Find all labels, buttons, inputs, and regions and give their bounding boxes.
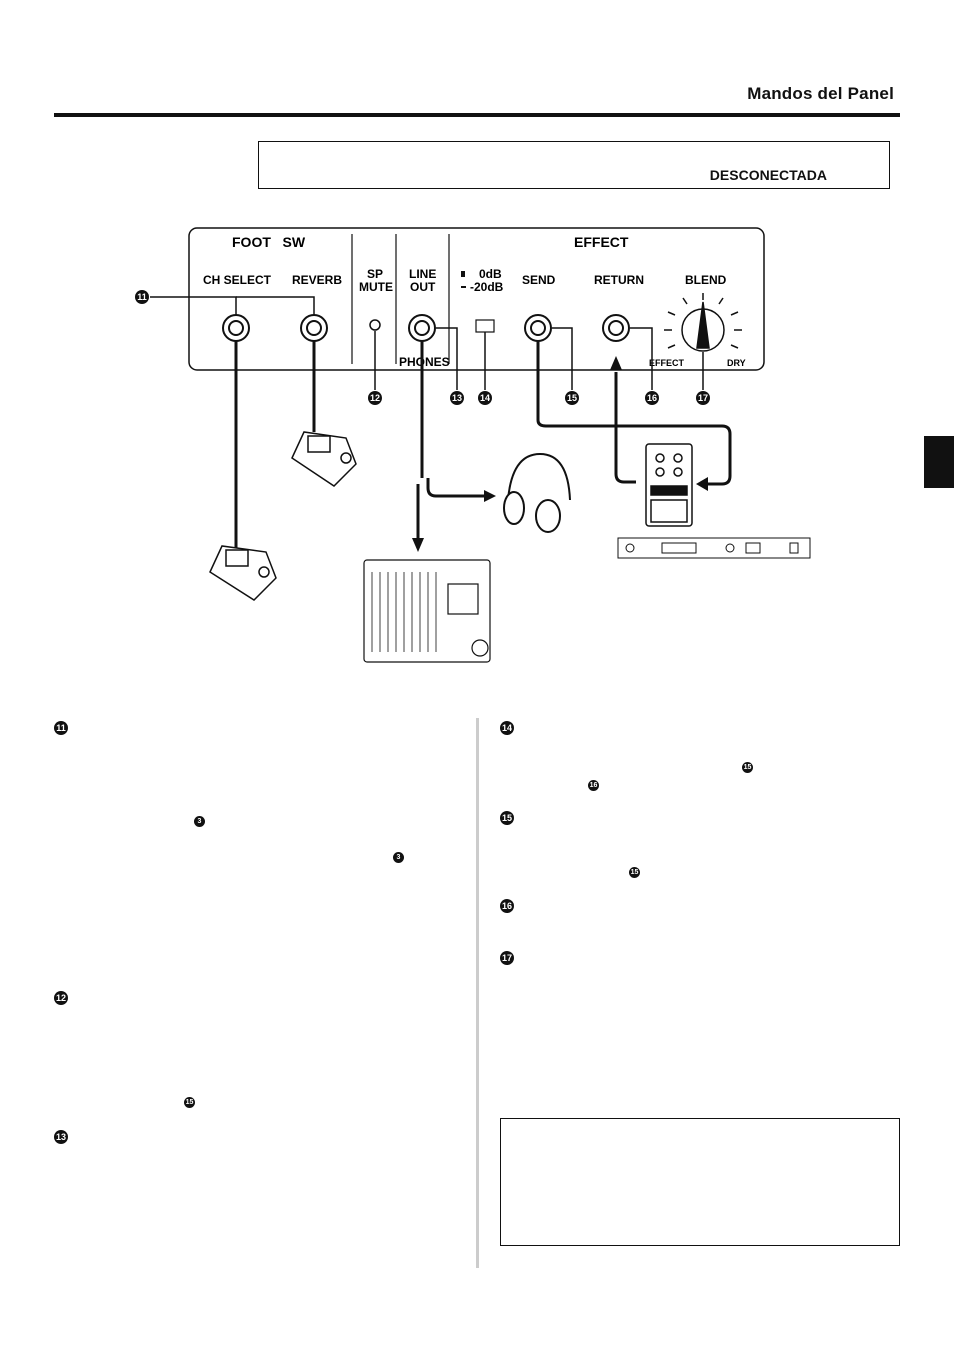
callout-13: 13 — [450, 391, 464, 405]
ref-marker-15a: 15 — [184, 1097, 195, 1108]
note-box — [500, 1118, 900, 1246]
callout-17: 17 — [696, 391, 710, 405]
connection-diagram: FOOT SW EFFECT CH SELECT REVERB SP MUTE … — [150, 227, 811, 663]
callout-16: 16 — [645, 391, 659, 405]
return-label: RETURN — [594, 273, 644, 287]
callout-11: 11 — [135, 290, 149, 304]
db0-label: 0dB — [479, 267, 502, 281]
rack-effect-illustration — [617, 537, 811, 559]
effect-pedal-illustration — [645, 443, 693, 527]
blend-label: BLEND — [685, 273, 727, 287]
section-marker-15: 15 — [500, 811, 514, 825]
blend-knob — [664, 293, 742, 352]
section-marker-14: 14 — [500, 721, 514, 735]
ref-marker-15b: 15 — [742, 762, 753, 773]
section-marker-11: 11 — [54, 721, 68, 735]
ch-select-label: CH SELECT — [203, 273, 272, 287]
mixer-illustration — [363, 559, 491, 663]
effect-small-label: EFFECT — [649, 358, 685, 368]
page-title: Mandos del Panel — [747, 84, 894, 103]
section-marker-12: 12 — [54, 991, 68, 1005]
ref-marker-3b: 3 — [393, 852, 404, 863]
foot-sw-label: FOOT SW — [232, 234, 306, 250]
ref-marker-16a: 16 — [588, 780, 599, 791]
section-marker-13: 13 — [54, 1130, 68, 1144]
header-rule — [54, 113, 900, 117]
send-label: SEND — [522, 273, 556, 287]
callout-15: 15 — [565, 391, 579, 405]
line-label: LINE — [409, 267, 436, 281]
sp-label: SP — [367, 267, 383, 281]
footswitch-1 — [209, 545, 277, 601]
reverb-label: REVERB — [292, 273, 342, 287]
section-marker-17: 17 — [500, 951, 514, 965]
warning-text: DESCONECTADA — [709, 167, 827, 183]
level-switch — [475, 319, 495, 333]
out-label: OUT — [410, 280, 436, 294]
phones-label: PHONES — [399, 355, 450, 369]
dry-label: DRY — [727, 358, 746, 368]
headphones-illustration — [503, 452, 571, 533]
mute-label: MUTE — [359, 280, 393, 294]
callout-12: 12 — [368, 391, 382, 405]
sp-mute-led — [369, 319, 381, 331]
effect-section-label: EFFECT — [574, 234, 629, 250]
column-divider — [476, 718, 479, 1268]
section-marker-16: 16 — [500, 899, 514, 913]
warning-box: DESCONECTADA — [258, 141, 890, 189]
ref-marker-3a: 3 — [194, 816, 205, 827]
footswitch-2 — [291, 431, 357, 487]
db20-label: -20dB — [470, 280, 504, 294]
callout-14: 14 — [478, 391, 492, 405]
ref-marker-15c: 15 — [629, 867, 640, 878]
section-tab — [924, 436, 954, 488]
